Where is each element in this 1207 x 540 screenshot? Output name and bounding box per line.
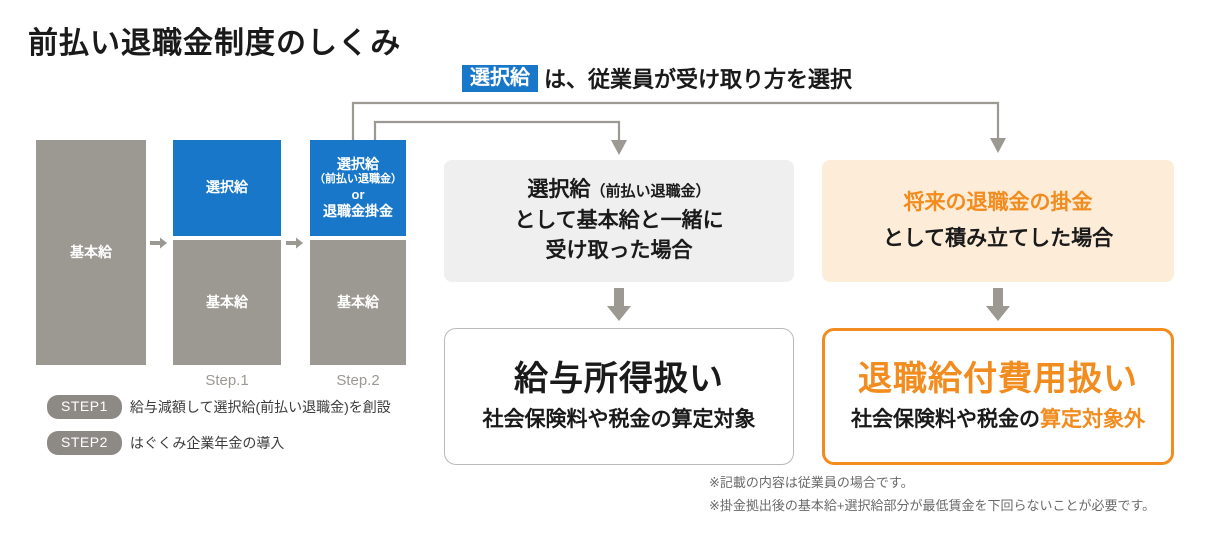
legend-row-step2: STEP2 はぐくみ企業年金の導入 xyxy=(47,431,284,455)
result-right-subtext: 社会保険料や税金の算定対象外 xyxy=(851,406,1145,433)
bar-base-salary-step2: 基本給 xyxy=(310,240,406,365)
result-left-subtext: 社会保険料や税金の算定対象 xyxy=(483,406,756,433)
step1-caption: Step.1 xyxy=(205,372,249,389)
arrow-step1-to-step2-icon xyxy=(286,237,303,249)
step2-caption: Step.2 xyxy=(336,372,380,389)
legend-text-step2: はぐくみ企業年金の導入 xyxy=(129,434,285,451)
bar-label-line3: or xyxy=(351,186,365,202)
legend-text-step1: 給与減額して選択給(前払い退職金)を創設 xyxy=(129,398,391,415)
subtitle: 選択給 は、従業員が受け取り方を選択 xyxy=(462,62,852,94)
bar-selection-pay-step1: 選択給 xyxy=(173,140,281,236)
footnotes: ※記載の内容は従業員の場合です。 ※掛金拠出後の基本給+選択給部分が最低賃金を下… xyxy=(709,472,1155,518)
arrow-left-condition-to-result-icon xyxy=(607,288,631,321)
result-left-subtext-plain: 社会保険料や税金の算定対象 xyxy=(482,408,756,432)
legend-row-step1: STEP1 給与減額して選択給(前払い退職金)を創設 xyxy=(47,395,391,419)
branch-connectors xyxy=(351,101,1006,155)
condition-box-left: 選択給（前払い退職金） として基本給と一緒に 受け取った場合 xyxy=(444,160,794,282)
condition-left-line2: として基本給と一緒に xyxy=(514,208,724,232)
result-right-heading: 退職給付費用扱い xyxy=(858,360,1138,399)
bar-label: 基本給 xyxy=(70,243,112,260)
bar-base-salary-step1: 基本給 xyxy=(173,240,281,365)
bar-label: 選択給 xyxy=(206,179,248,196)
result-right-subtext-highlight: 算定対象外 xyxy=(1040,408,1145,432)
bar-label: 基本給 xyxy=(206,293,248,310)
subtitle-text: は、従業員が受け取り方を選択 xyxy=(544,67,853,92)
result-right-subtext-plain: 社会保険料や税金の xyxy=(851,408,1040,432)
legend-pill-step1: STEP1 xyxy=(47,395,122,419)
condition-left-line3: 受け取った場合 xyxy=(545,239,693,263)
legend-pill-step2: STEP2 xyxy=(47,431,122,455)
footnote-1: ※記載の内容は従業員の場合です。 xyxy=(709,475,914,490)
subtitle-chip-label: 選択給 xyxy=(462,64,538,92)
condition-right-line1: 将来の退職金の掛金 xyxy=(904,188,1093,218)
result-left-heading: 給与所得扱い xyxy=(514,360,724,399)
arrow-right-condition-to-result-icon xyxy=(986,288,1010,321)
bar-label-line2: （前払い退職金） xyxy=(314,173,402,185)
result-box-left: 給与所得扱い 社会保険料や税金の算定対象 xyxy=(444,328,794,465)
condition-left-line1: 選択給（前払い退職金） xyxy=(527,175,710,205)
footnote-2: ※掛金拠出後の基本給+選択給部分が最低賃金を下回らないことが必要です。 xyxy=(709,497,1156,513)
bar-label-line4: 退職金掛金 xyxy=(323,203,393,219)
arrow-step0-to-step1-icon xyxy=(150,237,167,249)
condition-right-line2: として積み立てした場合 xyxy=(882,227,1114,250)
condition-left-line1-main: 選択給 xyxy=(527,178,591,202)
condition-box-right: 将来の退職金の掛金 として積み立てした場合 xyxy=(822,160,1174,282)
page-title: 前払い退職金制度のしくみ xyxy=(28,27,402,60)
bar-label-line1: 選択給 xyxy=(337,155,379,172)
bar-label: 基本給 xyxy=(337,293,379,310)
condition-left-line1-small: （前払い退職金） xyxy=(590,183,711,201)
condition-right-line1-main: 将来の退職金の掛金 xyxy=(903,190,1093,214)
bar-selection-pay-step2: 選択給 （前払い退職金） or 退職金掛金 xyxy=(310,140,406,236)
result-box-right: 退職給付費用扱い 社会保険料や税金の算定対象外 xyxy=(822,328,1174,465)
bar-base-salary-initial: 基本給 xyxy=(36,140,146,365)
